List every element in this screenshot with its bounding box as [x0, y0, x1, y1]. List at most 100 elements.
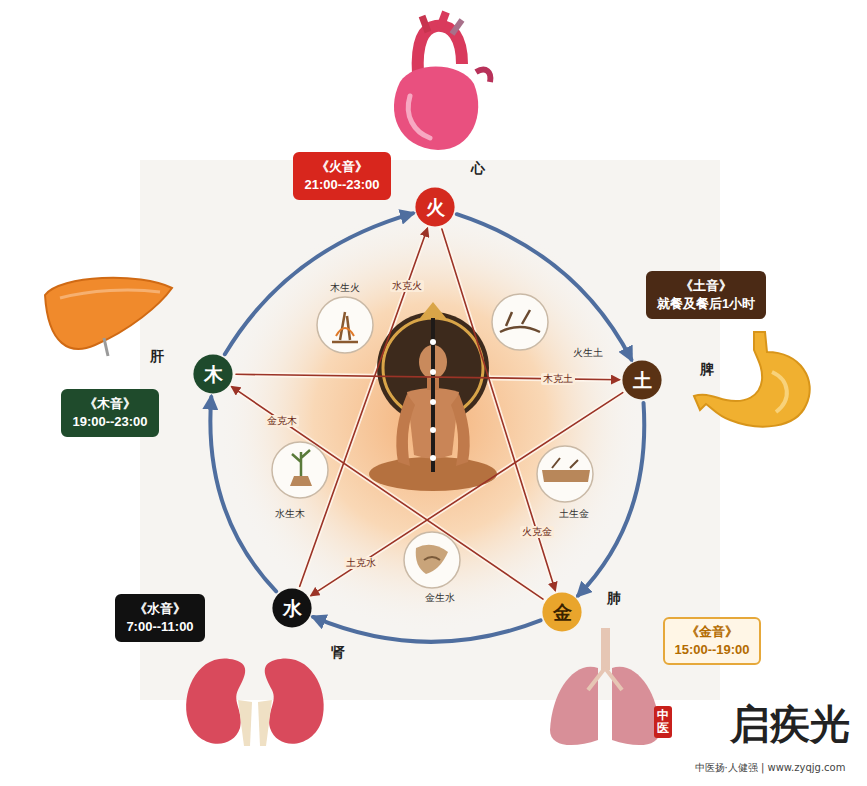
heart: [394, 12, 490, 150]
heart: [394, 66, 478, 150]
heart: [452, 20, 462, 34]
callout-heading: 《火音》: [304, 158, 379, 176]
edge-label: 水克火: [390, 280, 424, 292]
liver: [60, 290, 160, 298]
element-circle: 木: [193, 354, 233, 394]
stomach: [772, 372, 787, 412]
cycle-picture: [292, 450, 310, 476]
callout-box: 《水音》7:00--11:00: [115, 594, 204, 641]
edge-label: 木克土: [541, 373, 575, 385]
element-circle: 火: [415, 187, 455, 227]
controlling-arrow: [232, 387, 543, 599]
callout-text: 就餐及餐后1小时: [657, 295, 755, 313]
cycle-picture: [537, 446, 593, 502]
cycle-picture: [332, 312, 358, 342]
stomach: [694, 332, 810, 427]
meditating-figure: [430, 339, 436, 345]
pale-star: [213, 207, 642, 612]
generating-arrow: [457, 214, 632, 359]
organ-label: 心: [471, 160, 485, 177]
heart: [476, 70, 490, 82]
edge-label: 土克水: [344, 557, 378, 569]
callout-heading: 《水音》: [126, 600, 193, 618]
cycle-picture: [416, 545, 448, 574]
element-name: 土: [633, 371, 652, 390]
callout-heading: 《土音》: [657, 277, 755, 295]
cycle-label: 金生水: [425, 592, 455, 604]
cycle-label: 土生金: [559, 508, 589, 520]
liver: [45, 278, 172, 356]
generating-arrow: [578, 403, 644, 596]
lungs: [612, 667, 660, 745]
edge-label: 金克木: [265, 415, 299, 427]
meditating-figure: [420, 302, 446, 318]
heart: [440, 12, 446, 28]
cycle-picture: [404, 532, 460, 588]
meditating-figure: [430, 399, 436, 405]
cycle-picture: [272, 442, 328, 498]
cycle-picture: [404, 532, 460, 588]
meditating-figure: [451, 394, 470, 466]
controlling-arrow: [442, 229, 555, 590]
lungs: [550, 628, 660, 745]
element-name: 木: [204, 365, 223, 384]
element-name: 火: [426, 198, 445, 217]
element-circle: 土: [622, 360, 662, 400]
callout-text: 15:00--19:00: [674, 641, 749, 659]
organ-label: 肺: [607, 590, 621, 607]
cycle-picture: [317, 297, 373, 353]
kidneys: [186, 658, 245, 743]
edge-label: 火克金: [520, 526, 554, 538]
generating-arrow: [225, 213, 413, 354]
callout-box: 《金音》15:00--19:00: [663, 617, 760, 664]
kidneys: [238, 700, 252, 746]
organ-label: 肾: [331, 644, 345, 661]
cycle-picture: [492, 294, 548, 350]
kidneys: [186, 658, 324, 746]
cycle-picture: [500, 310, 540, 332]
callout-box: 《木音》19:00--23:00: [61, 389, 158, 436]
cycle-label: 火生土: [573, 347, 603, 359]
watermark: 启疾光: [730, 700, 850, 748]
element-circle-shape: [415, 187, 454, 226]
generating-arrow: [313, 617, 540, 642]
seal-stamp: 中医: [654, 706, 672, 738]
organ-label: 肝: [150, 348, 164, 365]
callout-text: 19:00--23:00: [72, 413, 147, 431]
callout-box: 《火音》21:00--23:00: [293, 152, 390, 199]
liver: [45, 278, 172, 349]
cycle-picture: [537, 446, 593, 502]
kidneys: [258, 700, 272, 746]
cycle-picture: [317, 297, 373, 353]
panel: [140, 160, 720, 700]
cycle-label: 木生火: [330, 282, 360, 294]
lungs: [550, 667, 598, 745]
cycle-picture: [290, 476, 312, 486]
element-circle: 金: [542, 592, 582, 632]
heart: [408, 96, 430, 138]
element-circle-shape: [542, 592, 581, 631]
element-name: 金: [553, 603, 572, 622]
callout-text: 7:00--11:00: [126, 618, 193, 636]
lungs: [601, 628, 610, 670]
liver: [104, 338, 108, 356]
stomach: [694, 332, 810, 427]
callout-heading: 《木音》: [72, 395, 147, 413]
cycle-picture: [552, 458, 578, 468]
meditating-figure: [430, 455, 436, 461]
organ-label: 脾: [700, 361, 714, 378]
cycle-picture: [542, 470, 590, 482]
meditating-figure: [369, 302, 497, 491]
callout-text: 21:00--23:00: [304, 176, 379, 194]
kidneys: [265, 658, 324, 743]
controlling-arrow: [300, 229, 428, 587]
meditating-figure: [396, 394, 415, 466]
watermark: 中医扬·人健强 | www.zyqjg.com: [695, 762, 846, 774]
cycle-picture: [336, 328, 354, 336]
cycle-picture: [492, 294, 548, 350]
cycle-picture: [272, 442, 328, 498]
callout-heading: 中医: [657, 709, 669, 735]
